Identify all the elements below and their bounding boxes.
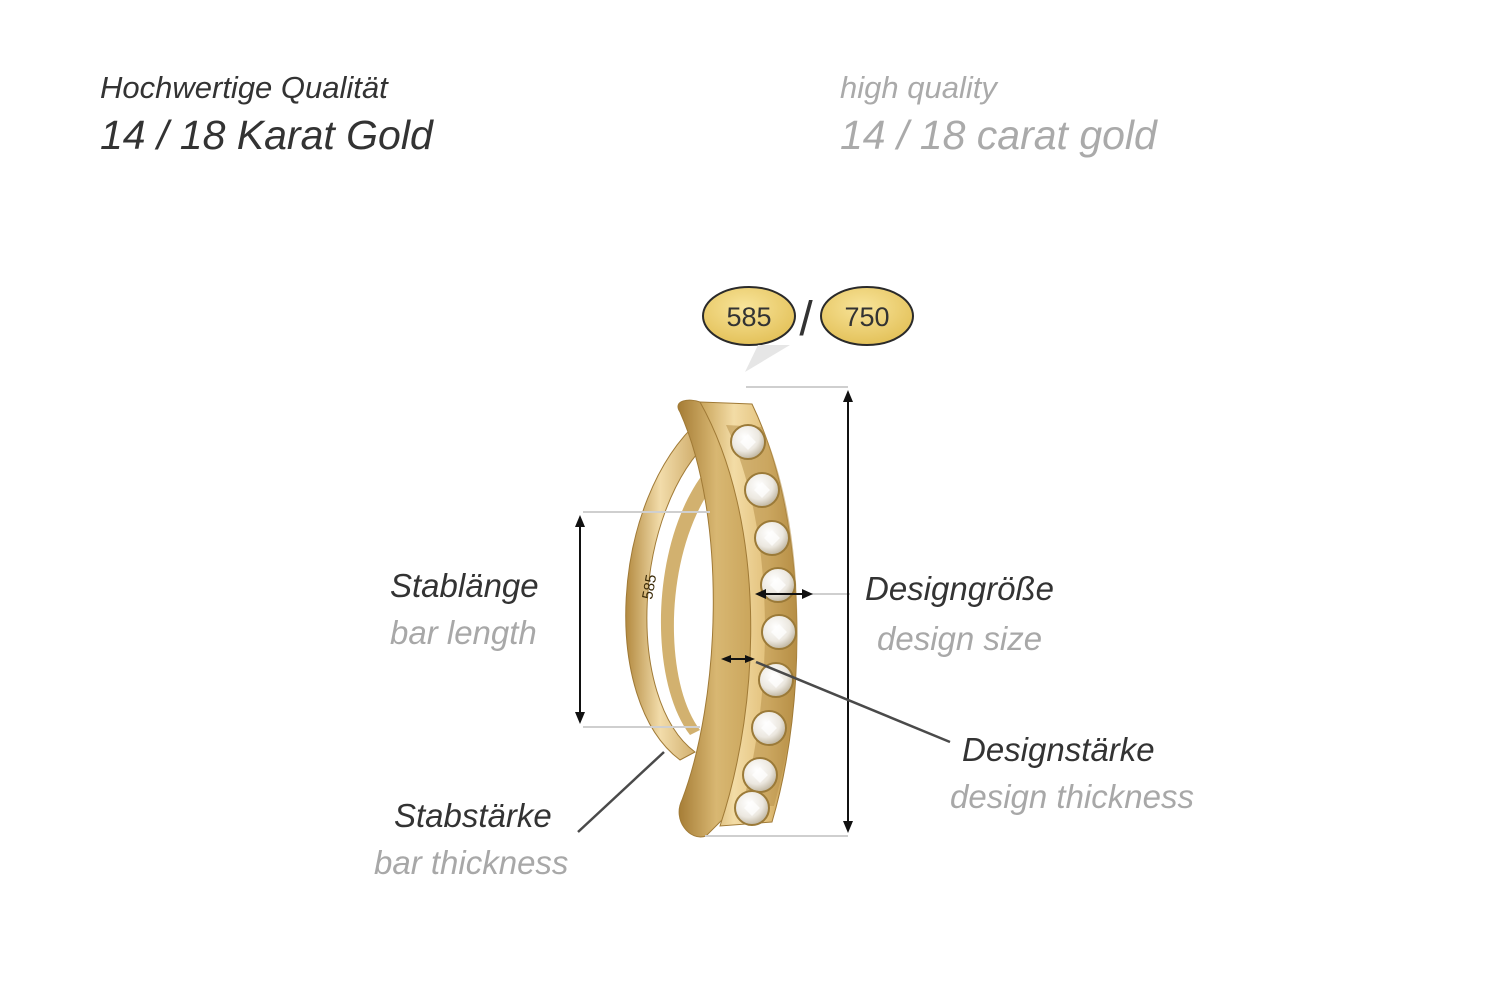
stone-channel [726, 425, 798, 806]
title-en-line2: 14 / 18 carat gold [840, 112, 1157, 158]
hallmark-585: 585 [702, 286, 796, 346]
ring-back-arc [625, 419, 713, 761]
hallmark-750-label: 750 [844, 302, 889, 332]
stone-facet [770, 577, 786, 593]
stone-facet [771, 624, 787, 640]
ring-engraving: 585 [639, 573, 660, 601]
label-design-size-en: design size [877, 620, 1043, 657]
stone-facet [761, 720, 777, 736]
guide-lines [583, 386, 850, 837]
label-bar-length-en: bar length [390, 614, 537, 651]
stone-facet [768, 672, 784, 688]
stone-facet [744, 800, 760, 816]
hallmark-750: 750 [820, 286, 914, 346]
bar-thickness-leader [577, 751, 665, 833]
stone-facet [754, 482, 770, 498]
label-design-thickness-en: design thickness [950, 778, 1194, 815]
stone-facet [764, 530, 780, 546]
title-de-line2: 14 / 18 Karat Gold [100, 112, 433, 158]
label-bar-length-de: Stablänge [390, 567, 539, 604]
hallmark-pointer [745, 345, 790, 372]
label-design-size-de: Designgröße [865, 570, 1054, 607]
label-bar-thickness-de: Stabstärke [394, 797, 552, 834]
hallmark-separator: / [799, 293, 813, 346]
title-de-line1: Hochwertige Qualität [100, 70, 388, 105]
dimension-arrows [575, 390, 853, 833]
label-bar-thickness-en: bar thickness [374, 844, 569, 881]
ring-inner-arc [660, 470, 716, 735]
title-en-line1: high quality [840, 70, 997, 105]
label-design-thickness-de: Designstärke [962, 731, 1155, 768]
stone-facet [752, 767, 768, 783]
stones-group [730, 424, 797, 826]
hallmark-585-label: 585 [726, 302, 771, 332]
stone-facet [740, 434, 756, 450]
leader-lines [577, 660, 951, 833]
design-thickness-leader [755, 660, 951, 744]
